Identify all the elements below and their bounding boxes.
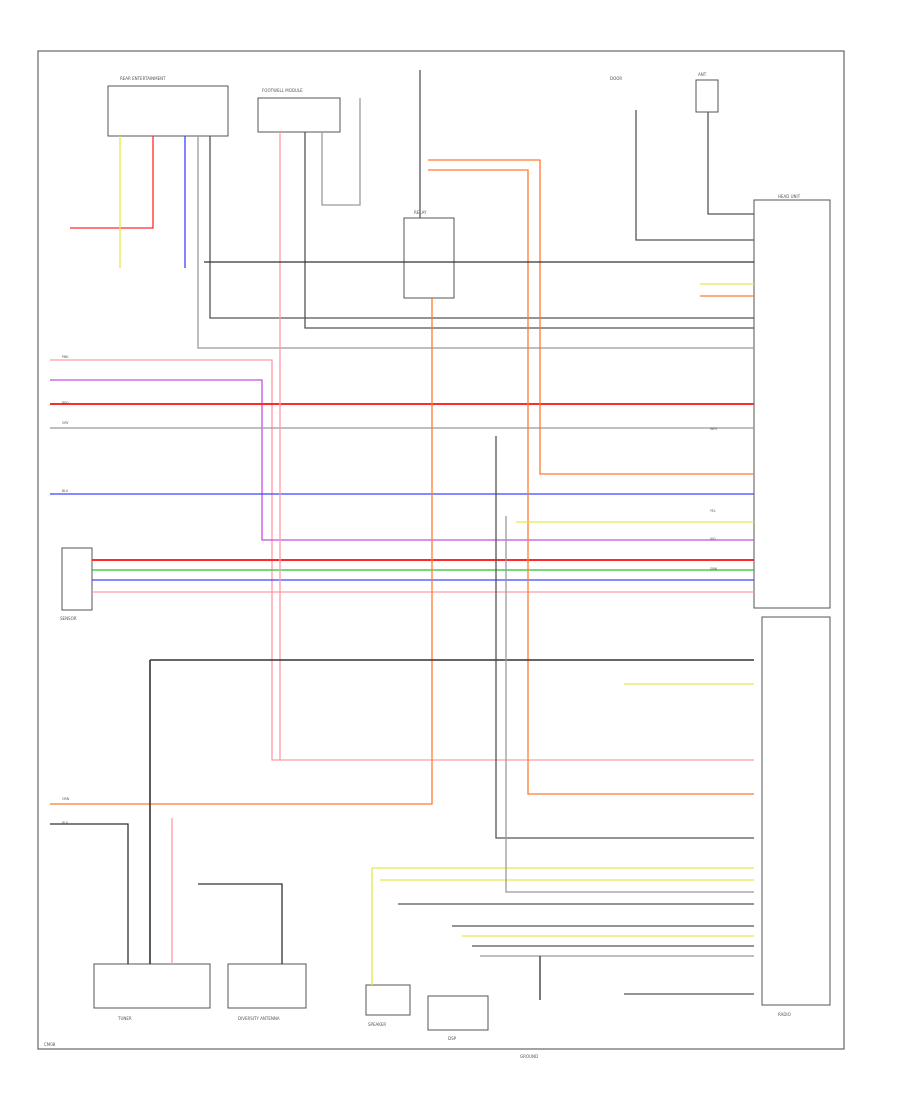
label-speaker: SPEAKER — [368, 1022, 386, 1027]
component-diversity-antenna — [227, 963, 307, 1009]
label-top-relay: RELAY — [414, 210, 427, 215]
wire-label-pink: PNK — [62, 355, 69, 359]
wire-label-green: GRN — [710, 567, 718, 571]
wire-label-blue: BLU — [62, 489, 69, 493]
wire-label-red: RED — [62, 401, 69, 405]
component-tuner — [93, 963, 211, 1009]
label-top-mid-connector: FOOTWELL MODULE — [262, 88, 303, 93]
label-top-left-connector: REAR ENTERTAINMENT — [120, 76, 166, 81]
label-head-unit: HEAD UNIT — [778, 194, 801, 199]
wire-label-gray: GRY — [62, 421, 68, 425]
component-sensor — [61, 547, 93, 611]
page-label: CM08 — [44, 1042, 56, 1047]
wire-label-orange: ORN — [62, 797, 70, 801]
wire-gray-drop-4 — [321, 98, 361, 206]
wire-gray-drop-3 — [304, 132, 754, 329]
wire-antenna-drop — [707, 112, 754, 215]
component-relay — [403, 217, 455, 299]
wire-red-drop — [70, 136, 154, 229]
label-sensor: SENSOR — [60, 616, 77, 621]
label-tuner: TUNER — [117, 1016, 132, 1021]
wire-gray-radio-2 — [505, 516, 754, 893]
wire-black-tuner — [50, 823, 129, 964]
wire-gray-radio-1 — [495, 436, 754, 839]
label-top-far-right: ANT — [698, 72, 707, 77]
component-speaker — [365, 984, 411, 1016]
label-dsp: DSP — [448, 1036, 457, 1041]
wire-pink-2 — [50, 379, 754, 541]
component-footwell-module — [257, 97, 341, 133]
component-antenna — [695, 79, 719, 113]
label-top-right-connector: DOOR — [610, 76, 622, 81]
label-diversity-antenna: DIVERSITY ANTENNA — [238, 1016, 280, 1021]
wire-diversity — [198, 883, 283, 964]
wire-orange-relay-1 — [428, 159, 754, 475]
wire-door-drop — [635, 110, 754, 241]
component-radio — [761, 616, 831, 1006]
component-dsp — [427, 995, 489, 1031]
label-radio: RADIO — [778, 1012, 791, 1017]
wire-gray-drop-1 — [209, 136, 754, 319]
wire-label-violet: VIO — [710, 537, 716, 541]
wire-group — [50, 70, 754, 1000]
wire-orange-bottom — [50, 298, 433, 805]
wire-label-black: BLK — [62, 821, 69, 825]
wire-orange-relay-2 — [428, 169, 754, 795]
component-rear-entertainment — [107, 85, 229, 137]
wire-gray-drop-2 — [197, 136, 754, 349]
component-head-unit — [753, 199, 831, 609]
wire-label-white: WHT — [710, 427, 718, 431]
label-ground: GROUND — [520, 1054, 538, 1059]
wire-label-yellow: YEL — [710, 509, 716, 513]
page-border — [37, 50, 845, 1050]
